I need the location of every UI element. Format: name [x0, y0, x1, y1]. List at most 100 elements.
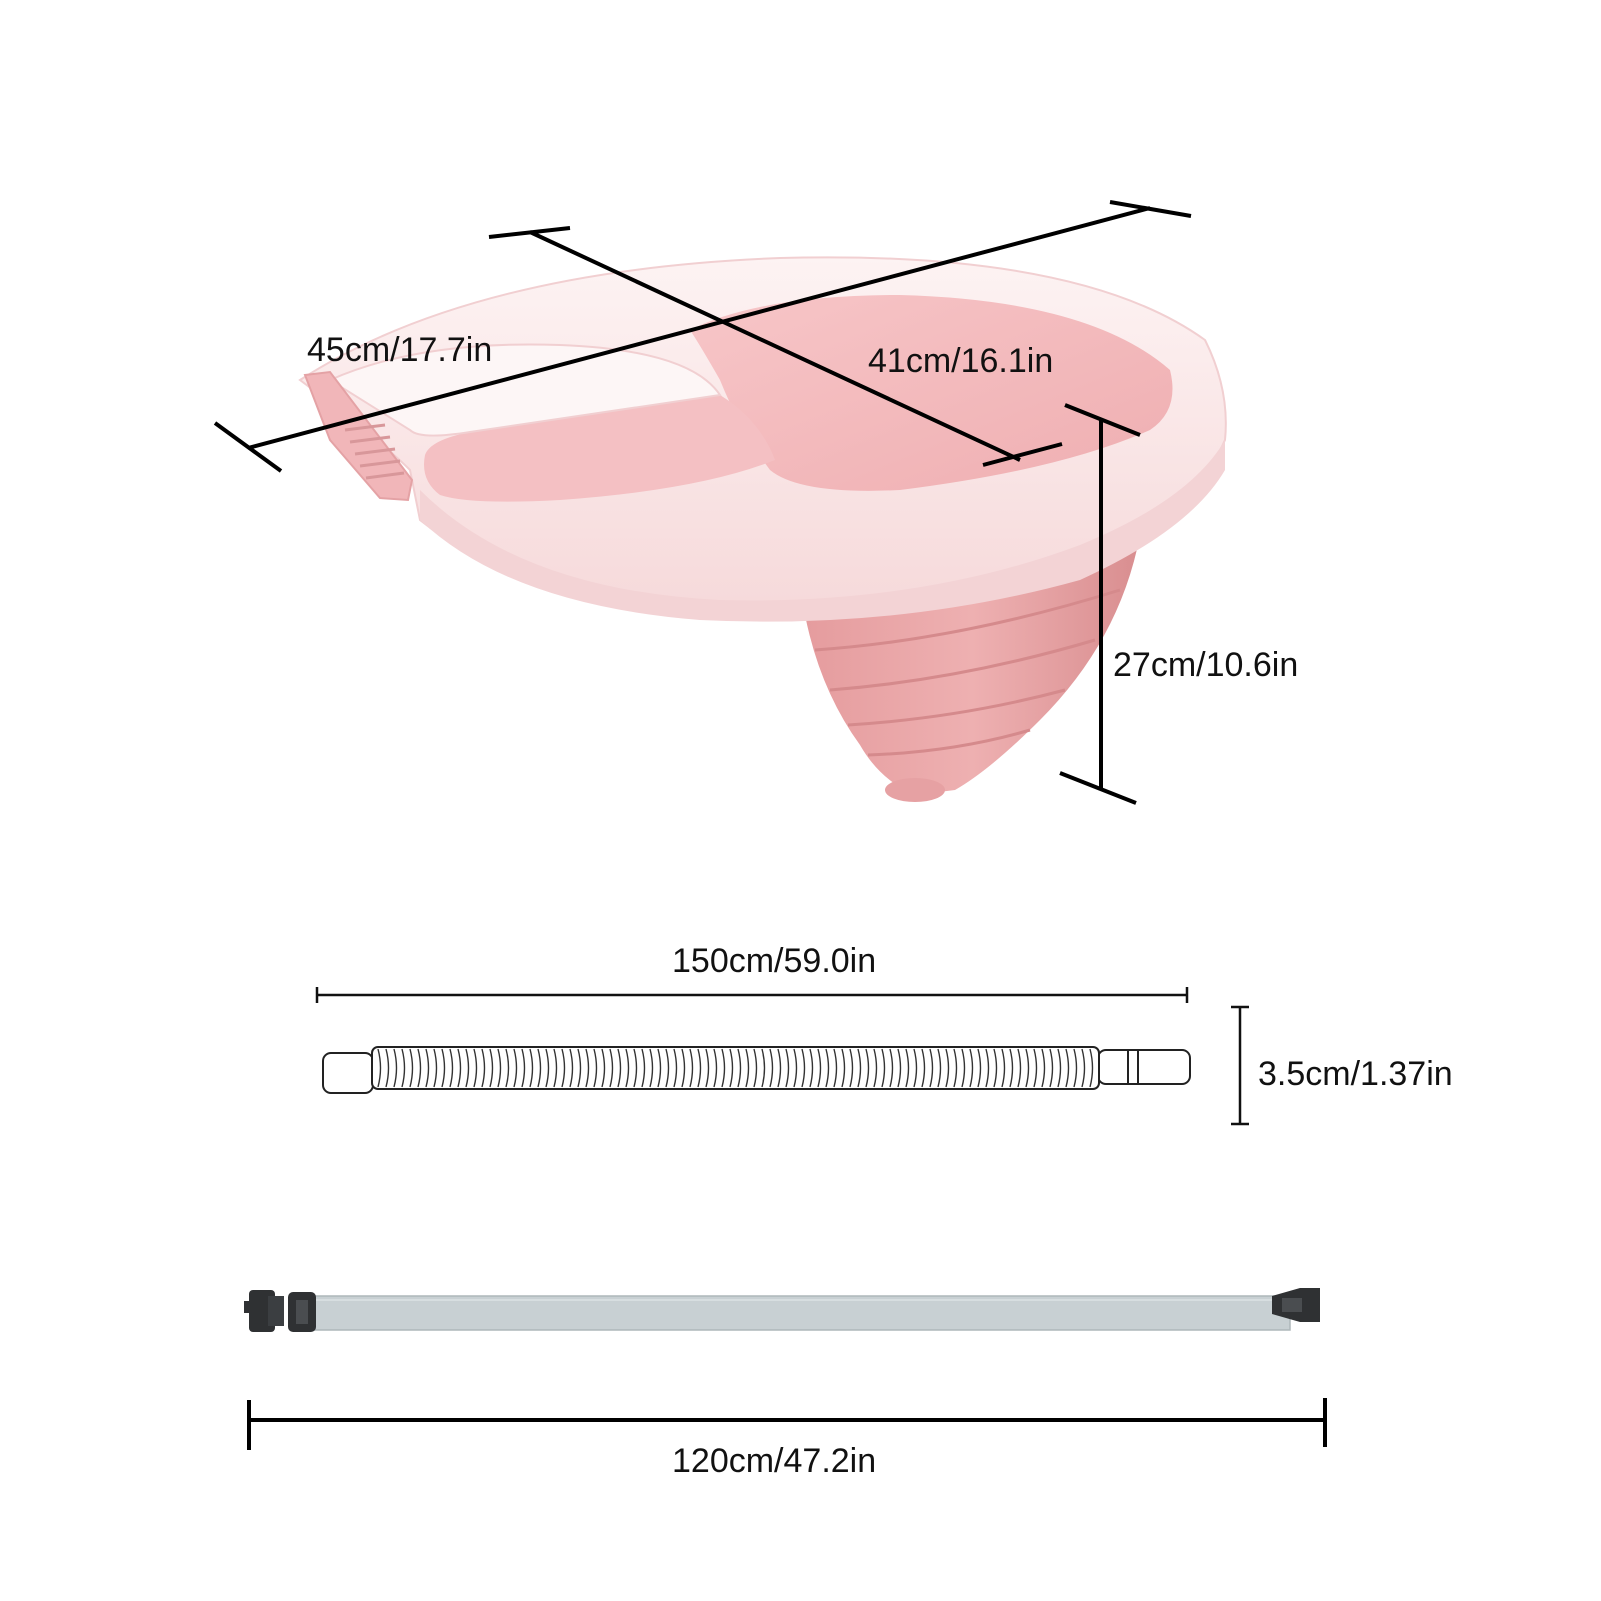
- hose-rib: [1049, 1048, 1054, 1088]
- hose-rib: [953, 1048, 958, 1088]
- hose-rib: [585, 1048, 590, 1088]
- hose-rib: [1009, 1048, 1014, 1088]
- hose-rib: [753, 1048, 758, 1088]
- hose-rib: [961, 1048, 966, 1088]
- basin-width-label: 45cm/17.7in: [307, 331, 492, 369]
- hose-rib: [481, 1048, 486, 1088]
- hose-rib: [1057, 1048, 1062, 1088]
- hose-rib: [745, 1048, 750, 1088]
- hose-rib: [705, 1048, 710, 1088]
- hose-rib: [497, 1048, 502, 1088]
- hose-rib: [449, 1048, 454, 1088]
- hose-rib: [641, 1048, 646, 1088]
- basin-width-dimension: 45cm/17.7in: [213, 200, 1192, 473]
- hose-rib: [777, 1048, 782, 1088]
- hose-rib: [425, 1048, 430, 1088]
- hose-rib: [617, 1048, 622, 1088]
- hose-rib: [457, 1048, 462, 1088]
- hose-rib: [865, 1048, 870, 1088]
- hose-length-label: 150cm/59.0in: [672, 942, 876, 980]
- basin-inner-bowl: [690, 295, 1173, 491]
- hose-rib: [441, 1048, 446, 1088]
- hose-rib: [1065, 1048, 1070, 1088]
- strap-length-dimension: 120cm/47.2in: [247, 1398, 1327, 1480]
- hose-rib: [929, 1048, 934, 1088]
- hose-rib: [769, 1048, 774, 1088]
- hose-rib: [545, 1048, 550, 1088]
- side-strap-tab: [303, 370, 414, 502]
- corrugated-drain-hose-icon: [322, 1046, 1191, 1094]
- hose-rib: [809, 1048, 814, 1088]
- hose-rib: [601, 1048, 606, 1088]
- hose-rib: [689, 1048, 694, 1088]
- basin-height-label: 27cm/10.6in: [1113, 646, 1298, 684]
- strap-length-label: 120cm/47.2in: [672, 1442, 876, 1480]
- hose-rib: [729, 1048, 734, 1088]
- hose-rib: [633, 1048, 638, 1088]
- hose-rib: [713, 1048, 718, 1088]
- hose-rib: [897, 1048, 902, 1088]
- hose-rib: [721, 1048, 726, 1088]
- basin-depth-dimension: 41cm/16.1in: [488, 226, 1063, 467]
- hose-rib: [393, 1048, 398, 1088]
- hose-rib: [609, 1048, 614, 1088]
- hose-rib: [913, 1048, 918, 1088]
- hose-rib: [513, 1048, 518, 1088]
- hose-diameter-dimension: 3.5cm/1.37in: [1231, 1005, 1453, 1126]
- hose-rib: [465, 1048, 470, 1088]
- hose-rib: [905, 1048, 910, 1088]
- hose-rib: [657, 1048, 662, 1088]
- hose-rib: [697, 1048, 702, 1088]
- hose-rib: [1033, 1048, 1038, 1088]
- hose-rib: [521, 1048, 526, 1088]
- adjustable-buckle-strap-icon: [244, 1288, 1320, 1332]
- hose-rib: [649, 1048, 654, 1088]
- hose-rib: [489, 1048, 494, 1088]
- hose-rib: [889, 1048, 894, 1088]
- hose-rib: [1089, 1048, 1094, 1088]
- hose-rib: [921, 1048, 926, 1088]
- hose-rib: [841, 1048, 846, 1088]
- hose-rib: [1073, 1048, 1078, 1088]
- hose-rib: [473, 1048, 478, 1088]
- hose-rib: [977, 1048, 982, 1088]
- hose-rib: [665, 1048, 670, 1088]
- hose-length-dimension: 150cm/59.0in: [315, 942, 1189, 1003]
- hose-rib: [1081, 1048, 1086, 1088]
- hose-rib: [849, 1048, 854, 1088]
- hose-rib: [417, 1048, 422, 1088]
- hose-rib: [833, 1048, 838, 1088]
- hose-rib: [737, 1048, 742, 1088]
- hose-rib: [817, 1048, 822, 1088]
- hose-rib: [873, 1048, 878, 1088]
- hose-rib: [553, 1048, 558, 1088]
- hose-rib: [761, 1048, 766, 1088]
- hose-rib: [577, 1048, 582, 1088]
- hose-rib: [1041, 1048, 1046, 1088]
- hose-rib: [377, 1048, 382, 1088]
- hose-rib: [673, 1048, 678, 1088]
- hose-rib: [785, 1048, 790, 1088]
- basin-height-dimension: 27cm/10.6in: [1059, 403, 1298, 805]
- basin-depth-label: 41cm/16.1in: [868, 342, 1053, 380]
- hose-rib: [385, 1048, 390, 1088]
- hose-rib: [569, 1048, 574, 1088]
- hose-rib: [801, 1048, 806, 1088]
- strap-buckle-left: [244, 1290, 316, 1332]
- hose-rib: [825, 1048, 830, 1088]
- hose-ribs: [377, 1048, 1094, 1088]
- hose-rib: [401, 1048, 406, 1088]
- strap-buckle-right: [1272, 1288, 1320, 1322]
- hose-rib: [937, 1048, 942, 1088]
- hose-rib: [969, 1048, 974, 1088]
- hose-rib: [793, 1048, 798, 1088]
- hose-rib: [985, 1048, 990, 1088]
- hose-rib: [625, 1048, 630, 1088]
- hose-rib: [505, 1048, 510, 1088]
- hose-rib: [409, 1048, 414, 1088]
- basin-icon: [298, 256, 1227, 802]
- hose-rib: [881, 1048, 886, 1088]
- hose-rib: [433, 1048, 438, 1088]
- hose-rib: [1017, 1048, 1022, 1088]
- hose-diameter-label: 3.5cm/1.37in: [1258, 1055, 1453, 1093]
